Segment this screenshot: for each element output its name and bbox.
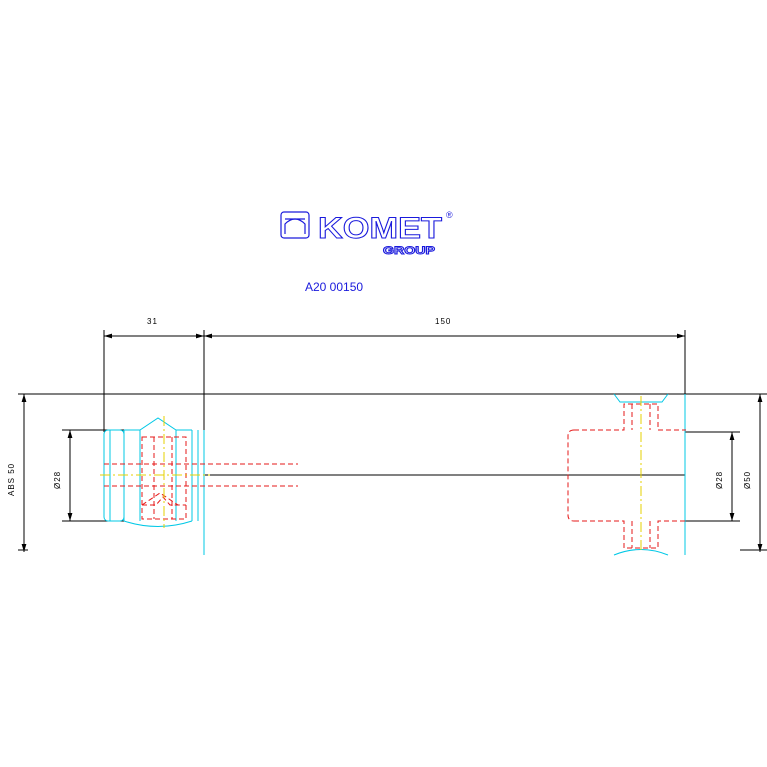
part-number: A20 00150 [305, 280, 363, 294]
dim-length: 150 [435, 317, 451, 326]
left-centerline [100, 416, 210, 528]
dim-right-outer-diameter: Ø50 [743, 471, 752, 489]
brand-group: GROUP [383, 245, 435, 257]
dim-left-diameter: Ø28 [53, 471, 62, 489]
dim-abs-50: ABS 50 [7, 463, 16, 496]
dim-right-inner-diameter: Ø28 [715, 471, 724, 489]
dimension-top [103, 330, 686, 470]
komet-logo: KOMET ® GROUP [280, 210, 453, 258]
right-end-hidden [567, 403, 686, 549]
dim-flange-offset: 31 [147, 317, 158, 326]
registered-mark: ® [446, 210, 453, 220]
komet-emblem-icon [280, 211, 310, 239]
left-end-hidden [104, 436, 298, 520]
dimension-left [21, 394, 73, 552]
part-outline [18, 393, 767, 551]
dimension-right [729, 394, 763, 552]
brand-name: KOMET [318, 212, 442, 245]
